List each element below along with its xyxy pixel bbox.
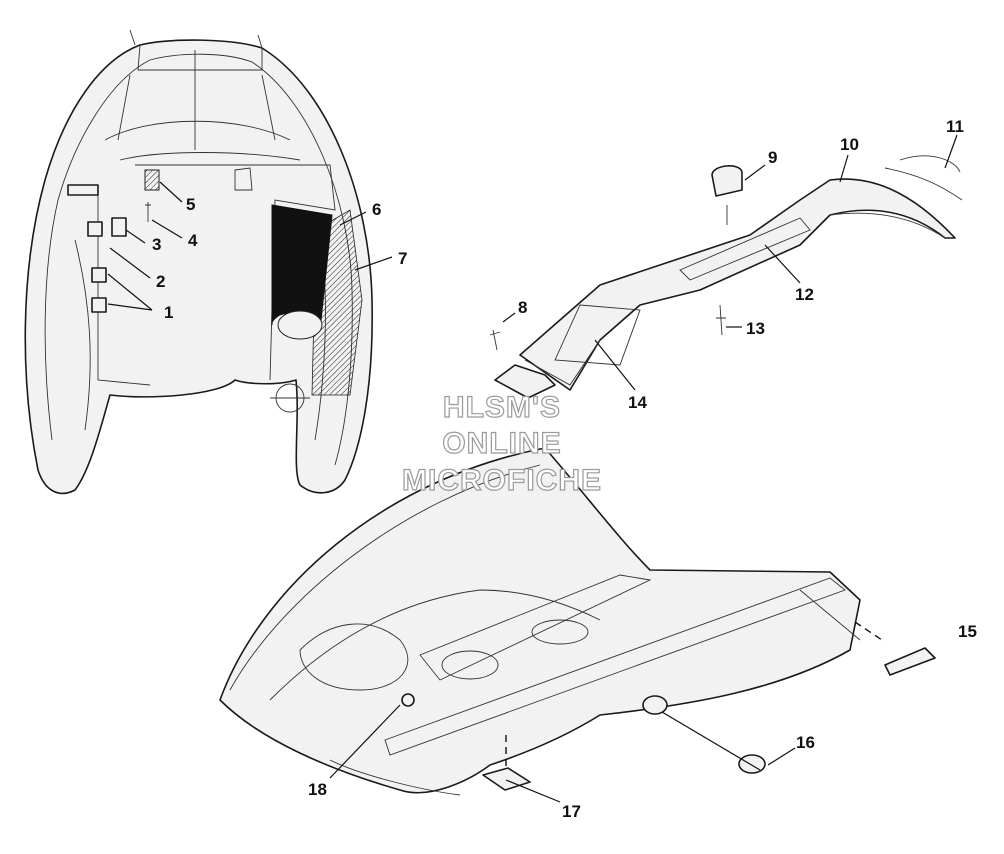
callout-labels: 1 2 3 4 5 6 7 8 9 10 11 12 13 14 15 16 1… [152, 117, 977, 821]
hull-perspective-view [219, 447, 936, 796]
callout-5: 5 [186, 195, 195, 214]
leader-lines [107, 134, 958, 803]
watermark-line-3: MICROFICHE [402, 464, 602, 497]
callout-9: 9 [768, 148, 777, 167]
hull-top-view [24, 29, 373, 495]
watermark: HLSM'S ONLINE MICROFICHE [401, 390, 602, 497]
watermark-line-2: ONLINE [442, 427, 561, 460]
callout-3: 3 [152, 235, 161, 254]
callout-11: 11 [946, 117, 964, 136]
callout-18: 18 [308, 780, 327, 799]
callout-8: 8 [518, 298, 527, 317]
callout-14: 14 [628, 393, 647, 412]
callout-2: 2 [156, 272, 165, 291]
callout-7: 7 [398, 249, 407, 268]
callout-10: 10 [840, 135, 859, 154]
callout-1: 1 [164, 303, 173, 322]
callout-16: 16 [796, 733, 815, 752]
callout-15: 15 [958, 622, 977, 641]
callout-4: 4 [188, 231, 198, 250]
callout-6: 6 [372, 200, 381, 219]
callout-12: 12 [795, 285, 814, 304]
watermark-line-1: HLSM'S [443, 391, 561, 424]
callout-13: 13 [746, 319, 765, 338]
callout-17: 17 [562, 802, 581, 821]
deck-strip-assembly [489, 155, 963, 399]
